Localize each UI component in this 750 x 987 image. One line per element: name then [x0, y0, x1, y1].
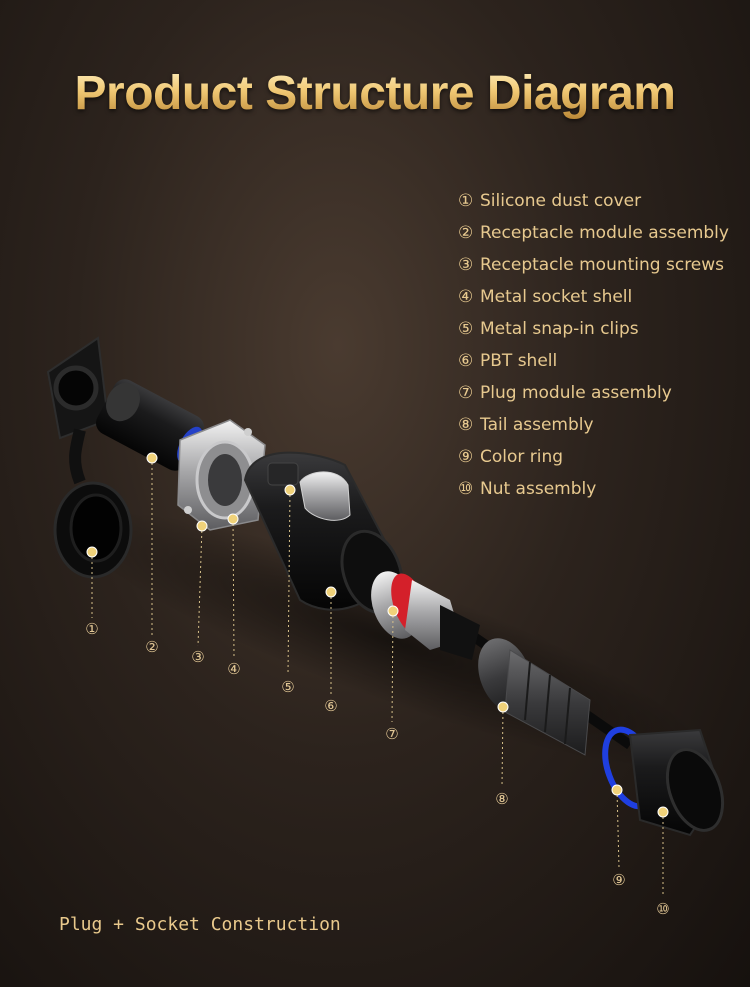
callout-4: ④	[227, 660, 240, 678]
callout-10: ⑩	[656, 900, 669, 918]
legend-label: Receptacle module assembly	[480, 223, 729, 243]
legend-item: ⑧ Tail assembly	[458, 412, 729, 444]
legend-item: ④ Metal socket shell	[458, 284, 729, 316]
callout-5: ⑤	[281, 678, 294, 696]
legend-number: ③	[458, 255, 474, 275]
legend-label: Silicone dust cover	[480, 191, 642, 211]
legend-item: ① Silicone dust cover	[458, 188, 729, 220]
footer-caption: Plug + Socket Construction	[59, 914, 341, 935]
legend-number: ①	[458, 191, 474, 211]
callout-7: ⑦	[385, 725, 398, 743]
callout-lines	[91, 458, 664, 897]
legend-item: ⑦ Plug module assembly	[458, 380, 729, 412]
pbt-shell	[243, 451, 404, 615]
page-title: Product Structure Diagram	[0, 66, 750, 121]
legend-item: ⑥ PBT shell	[458, 348, 729, 380]
legend-number: ⑦	[458, 383, 474, 403]
callout-8: ⑧	[495, 790, 508, 808]
legend-label: Color ring	[480, 447, 564, 467]
parts-legend: ① Silicone dust cover ② Receptacle module …	[458, 188, 729, 508]
callout-3: ③	[191, 648, 204, 666]
callout-numbers: ① ② ③ ④ ⑤ ⑥ ⑦ ⑧ ⑨ ⑩	[85, 620, 669, 918]
legend-number: ⑥	[458, 351, 474, 371]
legend-item: ⑩ Nut assembly	[458, 476, 729, 508]
plug-module-assembly	[371, 571, 480, 660]
legend-item: ② Receptacle module assembly	[458, 220, 729, 252]
legend-label: Receptacle mounting screws	[480, 255, 725, 275]
callout-6: ⑥	[324, 697, 337, 715]
legend-label: Tail assembly	[480, 415, 594, 435]
metal-socket-shell	[177, 419, 266, 531]
legend-number: ④	[458, 287, 474, 307]
metal-snap-in-clip	[299, 471, 351, 521]
legend-number: ⑤	[458, 319, 474, 339]
silicone-dust-cover	[46, 336, 133, 579]
legend-item: ⑤ Metal snap-in clips	[458, 316, 729, 348]
legend-label: Plug module assembly	[480, 383, 672, 403]
tail-assembly	[478, 638, 591, 756]
callout-1: ①	[85, 620, 98, 638]
legend-number: ②	[458, 223, 474, 243]
legend-label: Nut assembly	[480, 479, 597, 499]
callout-dots	[86, 452, 669, 818]
legend-number: ⑩	[458, 479, 474, 499]
callout-2: ②	[145, 638, 158, 656]
legend-item: ③ Receptacle mounting screws	[458, 252, 729, 284]
legend-number: ⑧	[458, 415, 474, 435]
callout-9: ⑨	[612, 871, 625, 889]
legend-label: Metal socket shell	[480, 287, 633, 307]
legend-label: PBT shell	[480, 351, 558, 371]
legend-number: ⑨	[458, 447, 474, 467]
legend-item: ⑨ Color ring	[458, 444, 729, 476]
legend-label: Metal snap-in clips	[480, 319, 639, 339]
nut-assembly	[628, 728, 725, 837]
